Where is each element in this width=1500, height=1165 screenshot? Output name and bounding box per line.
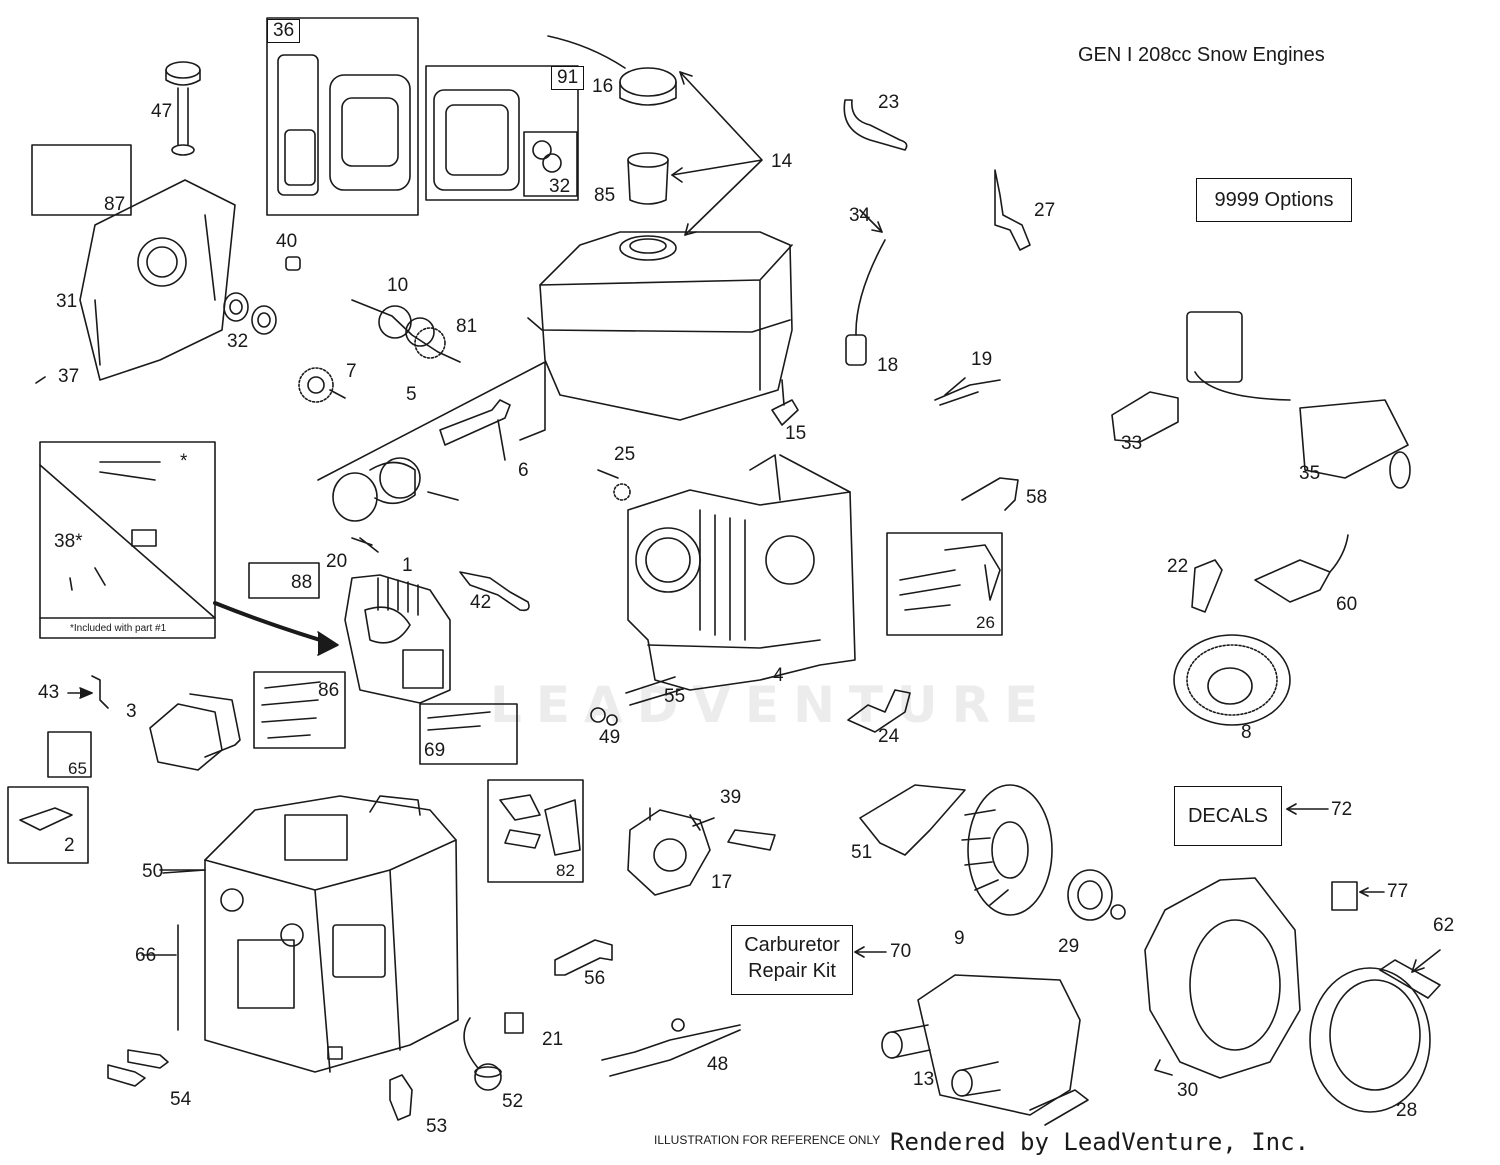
callout-13: 13: [913, 1069, 935, 1090]
callout-72: 72: [1331, 799, 1353, 820]
callout-58: 58: [1026, 487, 1048, 508]
carb-kit-line-1: Carburetor: [744, 934, 840, 956]
asterisk-mark: *: [180, 451, 188, 472]
callout-82: 82: [556, 861, 575, 880]
callout-21: 21: [542, 1029, 564, 1050]
callout-5: 5: [406, 384, 417, 405]
callout-60: 60: [1336, 594, 1358, 615]
carburetor-repair-kit-box: Carburetor Repair Kit: [731, 925, 853, 995]
callout-70: 70: [890, 941, 912, 962]
callout-48: 48: [707, 1054, 729, 1075]
callout-18: 18: [877, 355, 899, 376]
callout-69: 69: [424, 740, 446, 761]
callout-33: 33: [1121, 433, 1143, 454]
options-box: 9999 Options: [1196, 178, 1352, 222]
callout-3: 3: [126, 701, 137, 722]
gasket-kit-box: [266, 17, 419, 216]
callout-30: 30: [1177, 1080, 1199, 1101]
callout-54: 54: [170, 1089, 192, 1110]
callout-87: 87: [104, 194, 126, 215]
callout-7: 7: [346, 361, 357, 382]
callout-14: 14: [771, 151, 793, 172]
callout-22: 22: [1167, 556, 1189, 577]
callout-49: 49: [599, 727, 621, 748]
callout-28: 28: [1396, 1100, 1418, 1121]
callout-36: 36: [267, 19, 301, 43]
callout-55: 55: [664, 686, 686, 707]
callout-35: 35: [1299, 463, 1321, 484]
gasket-set-box: [425, 65, 579, 201]
callout-56: 56: [584, 968, 606, 989]
callout-10: 10: [387, 275, 409, 296]
callout-19: 19: [971, 349, 993, 370]
callout-81: 81: [456, 316, 478, 337]
callout-32b: 32: [227, 331, 249, 352]
reference-note: ILLUSTRATION FOR REFERENCE ONLY: [654, 1133, 881, 1147]
callout-77: 77: [1387, 881, 1409, 902]
callout-62: 62: [1433, 915, 1455, 936]
callout-51: 51: [851, 842, 873, 863]
callout-86: 86: [318, 680, 340, 701]
callout-38: 38*: [54, 531, 83, 552]
callout-31: 31: [56, 291, 78, 312]
callout-43: 43: [38, 682, 60, 703]
callout-85: 85: [594, 185, 616, 206]
diagram-title: GEN I 208cc Snow Engines: [1078, 44, 1325, 66]
callout-27: 27: [1034, 200, 1056, 221]
callout-37: 37: [58, 366, 80, 387]
callout-23: 23: [878, 92, 900, 113]
callout-25: 25: [614, 444, 636, 465]
callout-8: 8: [1241, 722, 1252, 743]
callout-34: 34: [849, 205, 871, 226]
callout-88: 88: [291, 572, 313, 593]
callout-6: 6: [518, 460, 529, 481]
callout-52: 52: [502, 1091, 524, 1112]
callout-66: 66: [135, 945, 157, 966]
callout-9: 9: [954, 928, 965, 949]
included-note: *Included with part #1: [70, 623, 167, 634]
callout-42: 42: [470, 592, 492, 613]
callout-50: 50: [142, 861, 164, 882]
callout-15: 15: [785, 423, 807, 444]
callout-2: 2: [64, 835, 75, 856]
callout-53: 53: [426, 1116, 448, 1137]
callout-4: 4: [773, 665, 784, 686]
rendered-by: Rendered by LeadVenture, Inc.: [890, 1128, 1310, 1156]
callout-40: 40: [276, 231, 298, 252]
callout-32a: 32: [549, 176, 571, 197]
callout-39: 39: [720, 787, 742, 808]
callout-26: 26: [976, 613, 995, 632]
carb-kit-line-2: Repair Kit: [748, 960, 836, 982]
callout-91: 91: [551, 66, 585, 90]
decals-box: DECALS: [1174, 786, 1282, 846]
callout-29: 29: [1058, 936, 1080, 957]
callout-65: 65: [68, 759, 87, 778]
callout-1: 1: [402, 555, 413, 576]
callout-16: 16: [592, 76, 614, 97]
callout-17: 17: [711, 872, 733, 893]
callout-47: 47: [151, 101, 173, 122]
callout-24: 24: [878, 726, 900, 747]
watermark: LEADVENTURE: [490, 676, 1053, 734]
callout-20: 20: [326, 551, 348, 572]
